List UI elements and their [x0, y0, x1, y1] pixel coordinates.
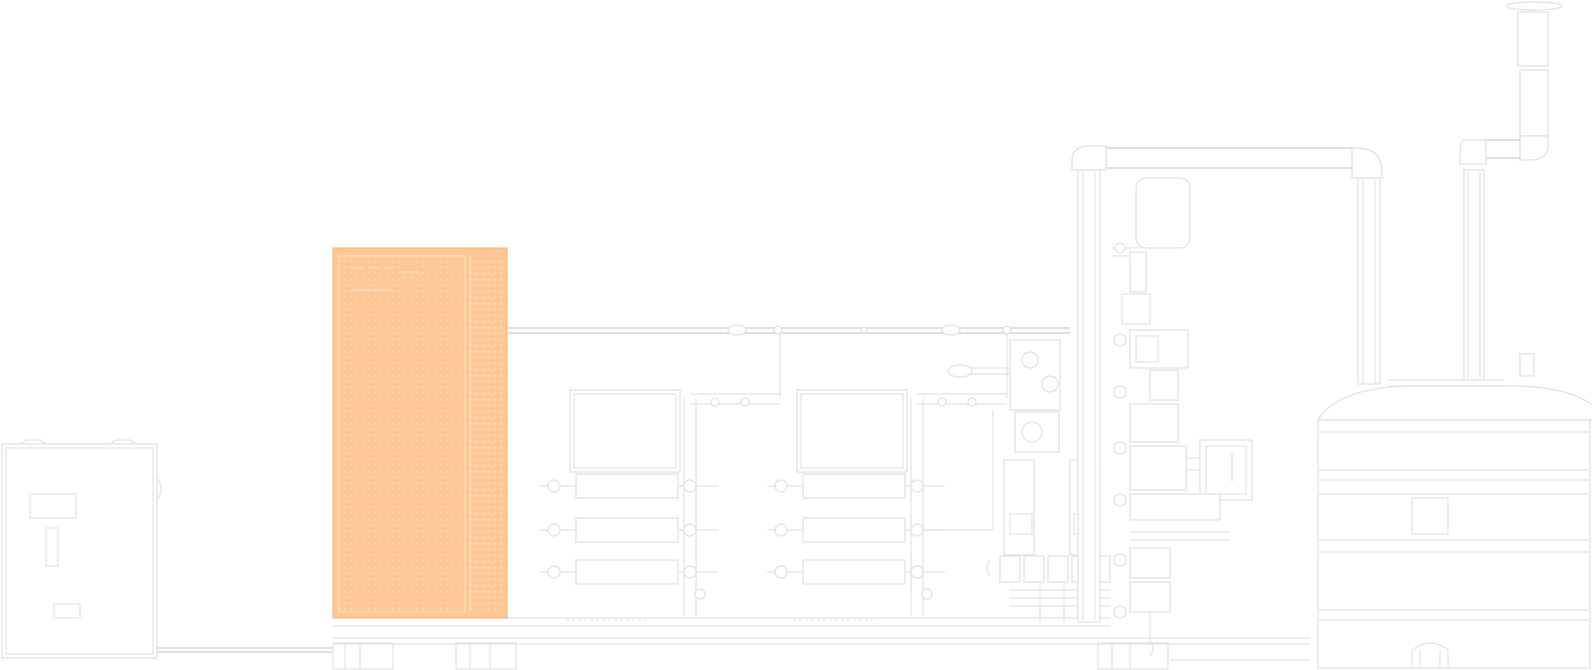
bottom-header-pipes: [157, 617, 1310, 670]
filter-skid-2: [767, 389, 1007, 621]
filter-skid-1: [540, 389, 780, 621]
exhaust-stack: [1459, 1, 1563, 381]
right-storage-tank: [1316, 353, 1592, 669]
left-cabinet-unit: [1, 439, 162, 659]
riser-and-upper-vessel: [1071, 145, 1383, 661]
top-transfer-line: [507, 324, 1070, 398]
tall-column-tank: [332, 247, 508, 619]
